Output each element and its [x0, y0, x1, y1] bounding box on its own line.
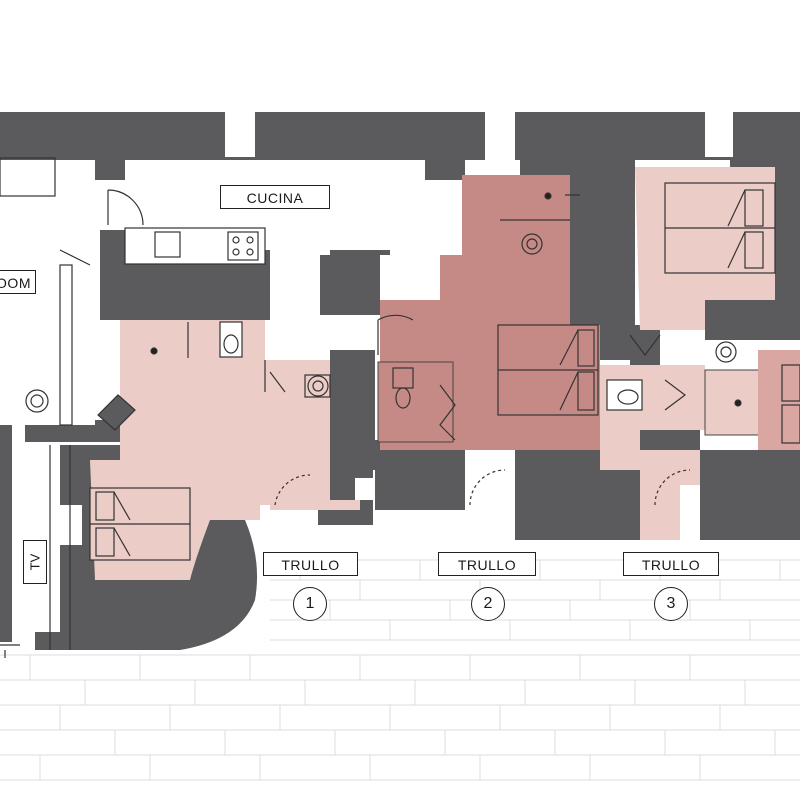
room-label-living: OOM [0, 270, 36, 294]
trullo-1-label: TRULLO [263, 552, 358, 576]
trullo-2-wc [377, 361, 454, 443]
trullo-3-corridor [640, 450, 700, 540]
trullo-1-number: 1 [293, 587, 327, 621]
room-label-kitchen: CUCINA [220, 185, 330, 209]
trullo-2-number: 2 [471, 587, 505, 621]
trullo-2-label: TRULLO [438, 552, 536, 576]
room-label-tv-text: TV [27, 553, 43, 571]
room-label-tv: TV [23, 540, 47, 584]
fixtures [0, 157, 800, 658]
trullo-3-bed-area [758, 350, 800, 450]
trullo-3-number: 3 [654, 587, 688, 621]
trullo-3-label: TRULLO [623, 552, 719, 576]
